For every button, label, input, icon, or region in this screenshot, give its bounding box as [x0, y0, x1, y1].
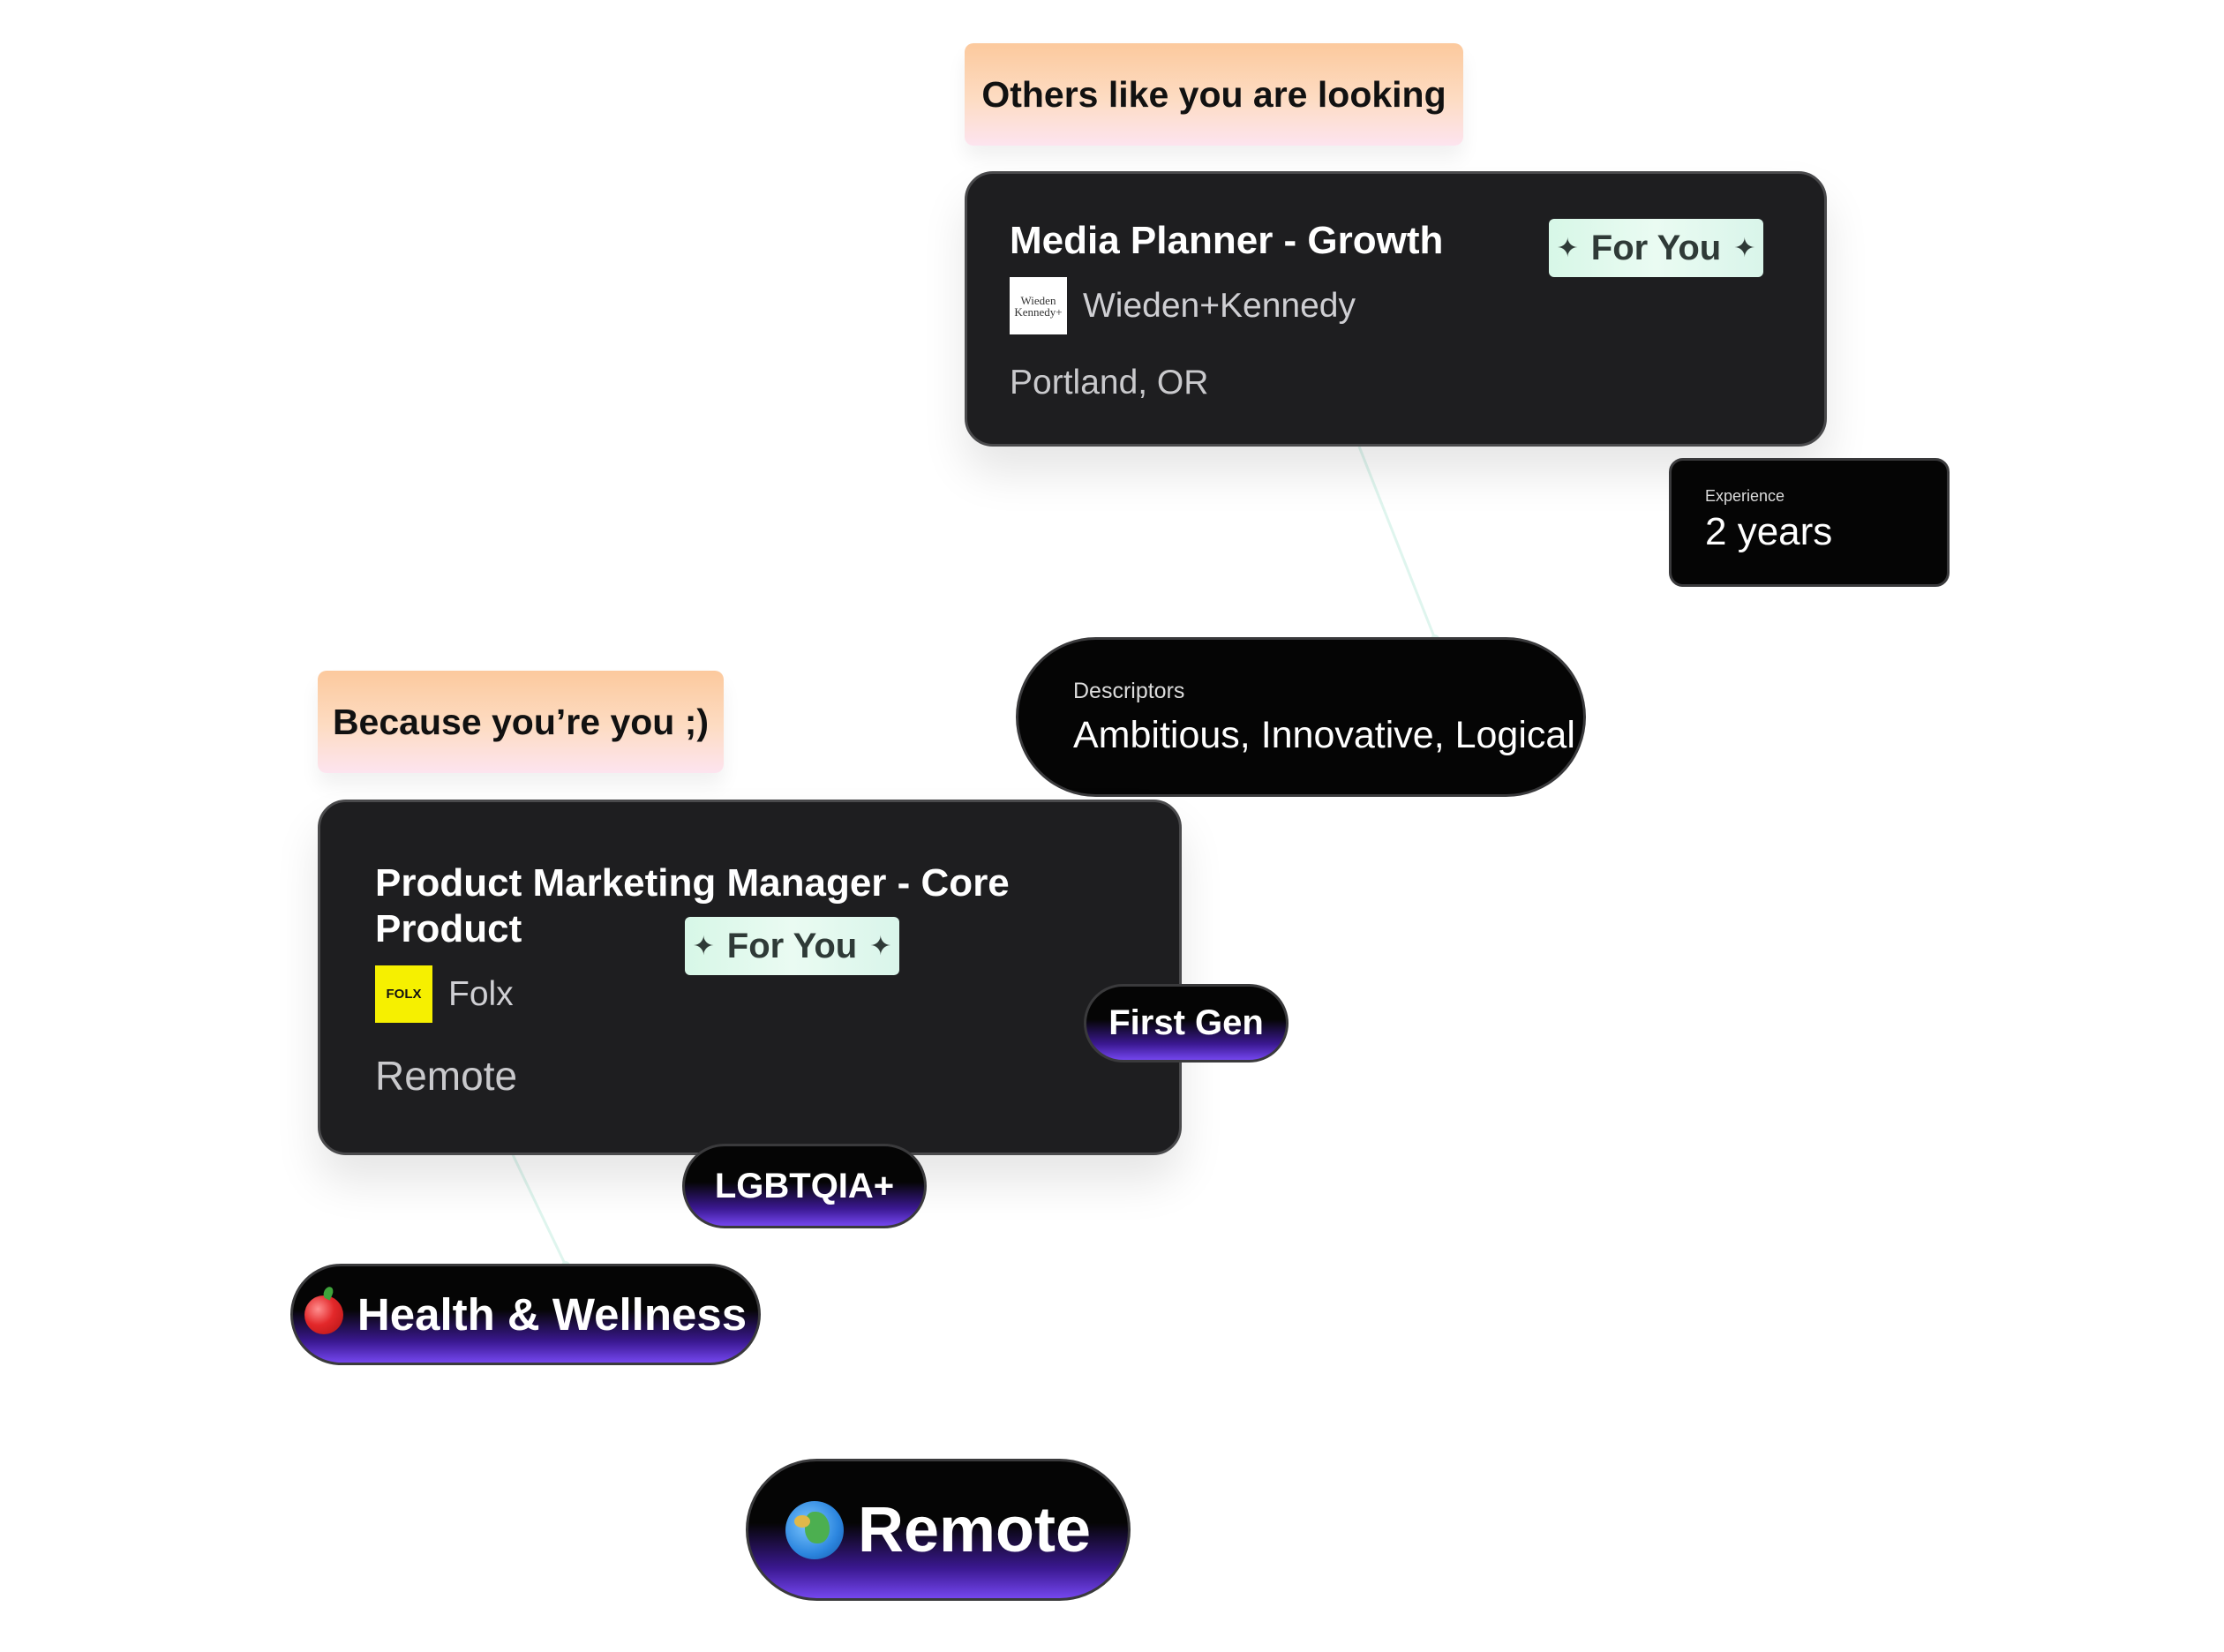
descriptors-pill: Descriptors Ambitious, Innovative, Logic…	[1016, 637, 1586, 797]
folx-logo-icon: FOLX	[375, 965, 432, 1023]
for-you-label: For You	[1590, 228, 1722, 267]
section-label-text: Because you’re you ;)	[332, 701, 710, 742]
tag-label: Remote	[857, 1494, 1092, 1566]
job-card-product-marketing-manager[interactable]: Product Marketing Manager - Core Product…	[318, 800, 1182, 1155]
tag-first-gen[interactable]: First Gen	[1084, 984, 1289, 1063]
sparkle-icon: ✦	[1556, 233, 1579, 263]
job-card-media-planner[interactable]: Media Planner - Growth ✦ For You ✦ Wiede…	[965, 171, 1827, 447]
sparkle-icon: ✦	[1733, 233, 1756, 263]
for-you-label: For You	[726, 926, 858, 965]
sparkle-icon: ✦	[869, 931, 892, 961]
tag-label: Health & Wellness	[357, 1289, 748, 1340]
tag-label: LGBTQIA+	[714, 1166, 895, 1205]
globe-icon	[785, 1500, 844, 1559]
section-label-text: Others like you are looking	[981, 73, 1446, 115]
job-location: Portland, OR	[1010, 364, 1209, 402]
for-you-badge: ✦ For You ✦	[685, 917, 899, 975]
wieden-kennedy-logo-icon: Wieden Kennedy+	[1010, 277, 1067, 334]
tag-label: First Gen	[1108, 1003, 1264, 1042]
section-label-others: Others like you are looking	[965, 43, 1463, 146]
tag-lgbtqia[interactable]: LGBTQIA+	[682, 1144, 927, 1228]
descriptors-label: Descriptors	[1073, 679, 1185, 703]
company-row: FOLX Folx	[375, 965, 514, 1023]
tag-remote[interactable]: Remote	[746, 1459, 1131, 1601]
apple-icon	[304, 1295, 343, 1334]
company-row: Wieden Kennedy+ Wieden+Kennedy	[1010, 277, 1356, 334]
job-location: Remote	[375, 1053, 518, 1099]
section-label-because: Because you’re you ;)	[318, 671, 724, 773]
experience-label: Experience	[1705, 487, 1785, 505]
job-title: Product Marketing Manager - Core Product	[375, 861, 1010, 950]
tag-health-wellness[interactable]: Health & Wellness	[290, 1264, 761, 1365]
company-name: Wieden+Kennedy	[1083, 286, 1356, 325]
sparkle-icon: ✦	[692, 931, 715, 961]
job-title: Media Planner - Growth	[1010, 219, 1444, 262]
company-name: Folx	[448, 974, 514, 1013]
experience-value: 2 years	[1705, 510, 1833, 553]
descriptors-value: Ambitious, Innovative, Logical	[1073, 714, 1575, 756]
for-you-badge: ✦ For You ✦	[1549, 219, 1763, 277]
experience-card: Experience 2 years	[1669, 458, 1950, 587]
